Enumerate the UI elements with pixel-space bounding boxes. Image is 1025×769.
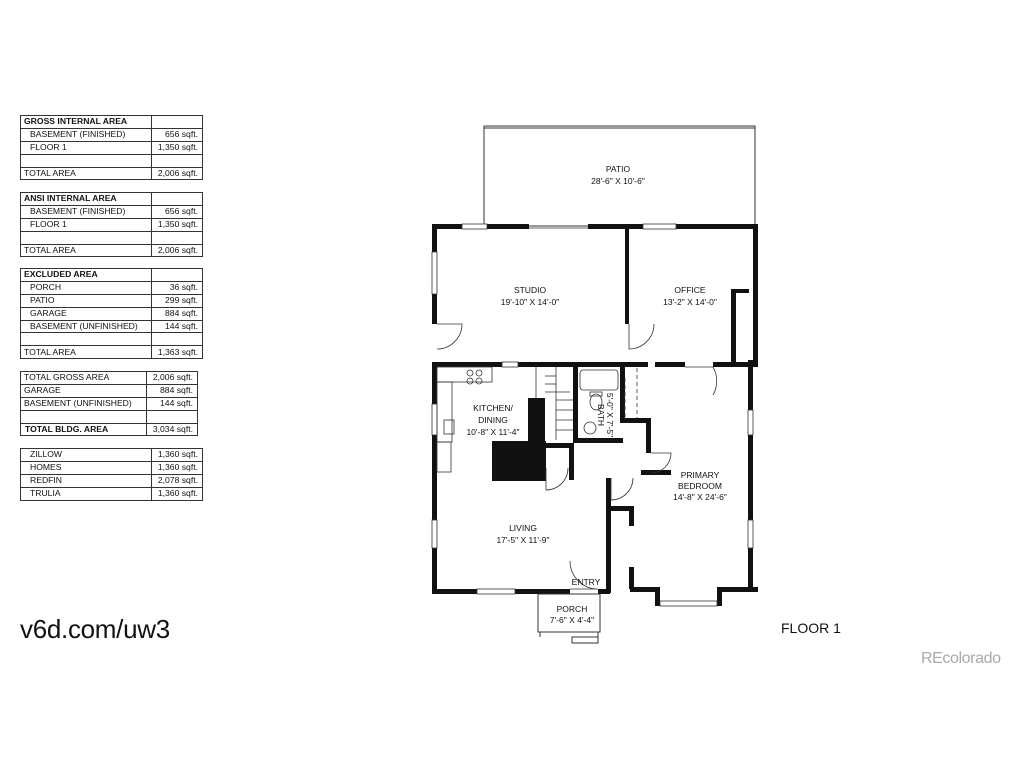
primary-bedroom-dims: 14'-8" X 24'-6" — [673, 492, 727, 502]
area-row — [20, 332, 203, 347]
area-label: TOTAL AREA — [20, 243, 152, 258]
area-row: BASEMENT (UNFINISHED)144 sqft. — [20, 396, 198, 411]
studio-dims: 19'-10" X 14'-0" — [501, 297, 559, 307]
bath-dims: 5'-0" X 7'-5" — [605, 393, 615, 437]
office-label: OFFICE — [674, 285, 705, 295]
kitchen-dims: 10'-8" X 11'-4" — [466, 427, 519, 437]
entry-label: ENTRY — [572, 577, 601, 587]
area-row — [20, 153, 203, 168]
area-value: 1,360 sqft. — [151, 486, 203, 501]
kitchen-label-line1: KITCHEN/ — [473, 403, 513, 413]
living-label: LIVING — [509, 523, 537, 533]
windows — [431, 223, 754, 607]
porch-outline — [537, 593, 601, 644]
area-row: BASEMENT (FINISHED)656 sqft. — [20, 127, 203, 142]
primary-bedroom-label-line2: BEDROOM — [678, 481, 722, 491]
porch-label: PORCH — [557, 604, 588, 614]
area-row: ANSI INTERNAL AREA — [20, 192, 203, 206]
bath-label: BATH — [596, 404, 606, 426]
area-row — [20, 230, 203, 245]
area-label: TRULIA — [20, 486, 152, 501]
area-value: 2,006 sqft. — [151, 243, 203, 258]
living-dims: 17'-5" X 11'-9" — [496, 535, 549, 545]
area-label: TOTAL BLDG. AREA — [20, 422, 147, 437]
patio-label: PATIO — [606, 164, 631, 174]
kitchen-label-line2: DINING — [478, 415, 508, 425]
porch-dims: 7'-6" X 4'-4" — [550, 615, 594, 625]
area-row — [20, 409, 198, 424]
patio-door — [529, 225, 588, 229]
kitchen-fixtures — [436, 366, 638, 473]
interior-walls — [432, 224, 758, 593]
office-dims: 13'-2" X 14'-0" — [663, 297, 717, 307]
patio-dims: 28'-6" X 10'-6" — [591, 176, 645, 186]
area-value: 2,006 sqft. — [151, 166, 203, 181]
listing-url: v6d.com/uw3 — [20, 614, 170, 644]
floor-label: FLOOR 1 — [781, 620, 841, 636]
studio-label: STUDIO — [514, 285, 547, 295]
door-swings — [436, 323, 718, 590]
area-value: 1,363 sqft. — [151, 345, 203, 360]
primary-bedroom-label-line1: PRIMARY — [681, 470, 720, 480]
watermark: REcolorado — [921, 650, 1001, 667]
area-value: 3,034 sqft. — [146, 422, 198, 437]
area-value: 884 sqft. — [151, 306, 203, 321]
